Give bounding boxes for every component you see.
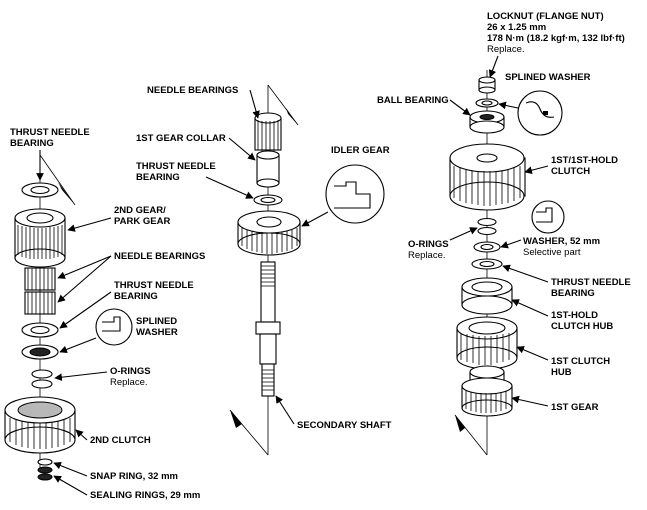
label-splined-washer-right: SPLINED WASHER <box>505 72 591 83</box>
label-thrust-needle-bearing-center-2: BEARING <box>136 172 180 183</box>
left-o-ring-2 <box>31 379 53 389</box>
right-1st-clutch-hub-part <box>456 316 518 370</box>
right-1st-hold-clutch-hub-part <box>461 277 513 315</box>
right-locknut-part <box>478 76 496 94</box>
left-needle-bearings-part <box>24 267 56 315</box>
right-bottom-arrow <box>455 415 465 432</box>
center-1st-gear-collar-part <box>256 150 280 188</box>
label-locknut-1: LOCKNUT (FLANGE NUT) <box>487 11 604 22</box>
label-locknut-note: Replace. <box>487 44 525 55</box>
center-idler-gear-detail <box>325 164 385 224</box>
right-o-ring-1 <box>477 217 497 227</box>
label-washer-right: WASHER, 52 mm <box>523 236 600 247</box>
label-1st-hold-clutch-hub-1: 1ST-HOLD <box>551 310 598 321</box>
label-ball-bearing: BALL BEARING <box>377 95 449 106</box>
left-sealing-ring-1 <box>37 466 53 474</box>
label-thrust-needle-bearing-mid-1: THRUST NEEDLE <box>114 280 194 291</box>
label-1st-clutch-hub-2: HUB <box>551 367 572 378</box>
label-o-rings-left-note: Replace. <box>110 377 148 388</box>
left-direction-arrow <box>58 182 75 205</box>
center-idler-gear-part <box>237 210 301 256</box>
left-2nd-clutch-part <box>4 396 76 454</box>
left-thrust-bearing-top-bore <box>30 185 50 195</box>
label-1st-hold-clutch-hub-2: CLUTCH HUB <box>551 321 613 332</box>
left-sealing-ring-2 <box>37 473 53 481</box>
left-snap-ring-part <box>37 458 53 466</box>
center-bottom-arrow <box>230 410 242 428</box>
center-needle-bearings-part <box>254 112 282 151</box>
right-washer-detail <box>531 200 565 234</box>
right-assembly <box>449 70 565 456</box>
label-thrust-needle-bearing-top-1: THRUST NEEDLE <box>10 127 90 138</box>
left-splined-washer-detail <box>95 308 133 346</box>
label-o-rings-right: O-RINGS <box>408 239 449 250</box>
label-idler-gear: IDLER GEAR <box>331 145 390 156</box>
right-ball-bearing-part <box>469 110 505 134</box>
label-thrust-needle-bearing-top-2: BEARING <box>10 138 54 149</box>
label-thrust-needle-bearing-right-2: BEARING <box>551 288 595 299</box>
label-secondary-shaft: SECONDARY SHAFT <box>297 420 392 431</box>
label-locknut-3: 178 N·m (18.2 kgf·m, 132 lbf·ft) <box>487 33 625 44</box>
left-o-ring-1 <box>31 369 53 379</box>
label-1st-gear: 1ST GEAR <box>551 402 599 413</box>
label-splined-washer-left-2: WASHER <box>136 327 178 338</box>
label-1st-clutch-1: 1ST/1ST-HOLD <box>551 155 618 166</box>
label-o-rings-left: O-RINGS <box>110 366 151 377</box>
label-1st-clutch-hub-1: 1ST CLUTCH <box>551 356 610 367</box>
right-splined-washer-detail <box>517 90 563 136</box>
label-locknut-2: 26 x 1.25 mm <box>487 22 546 33</box>
label-needle-bearings-left: NEEDLE BEARINGS <box>114 251 205 262</box>
label-2nd-gear-1: 2ND GEAR/ <box>114 205 166 216</box>
label-thrust-needle-bearing-right-1: THRUST NEEDLE <box>551 277 631 288</box>
label-snap-ring: SNAP RING, 32 mm <box>90 471 178 482</box>
left-assembly <box>4 150 133 481</box>
label-1st-clutch-2: CLUTCH <box>551 166 590 177</box>
left-2nd-gear-part <box>14 208 66 268</box>
label-sealing-rings: SEALING RINGS, 29 mm <box>90 490 200 501</box>
center-secondary-shaft-part <box>255 261 281 397</box>
label-washer-right-note: Selective part <box>523 247 581 258</box>
label-1st-gear-collar: 1ST GEAR COLLAR <box>136 133 226 144</box>
label-thrust-needle-bearing-mid-2: BEARING <box>114 291 158 302</box>
label-2nd-clutch: 2ND CLUTCH <box>90 435 151 446</box>
right-1st-clutch-part <box>449 143 526 211</box>
label-needle-bearings-center: NEEDLE BEARINGS <box>147 85 238 96</box>
label-o-rings-right-note: Replace. <box>408 250 446 261</box>
center-assembly <box>229 84 385 456</box>
center-top-arrow <box>286 108 298 125</box>
label-thrust-needle-bearing-center-1: THRUST NEEDLE <box>136 161 216 172</box>
label-splined-washer-left-1: SPLINED <box>136 316 177 327</box>
label-2nd-gear-2: PARK GEAR <box>114 216 170 227</box>
right-1st-gear-part <box>461 365 513 417</box>
right-o-ring-2 <box>477 226 497 236</box>
